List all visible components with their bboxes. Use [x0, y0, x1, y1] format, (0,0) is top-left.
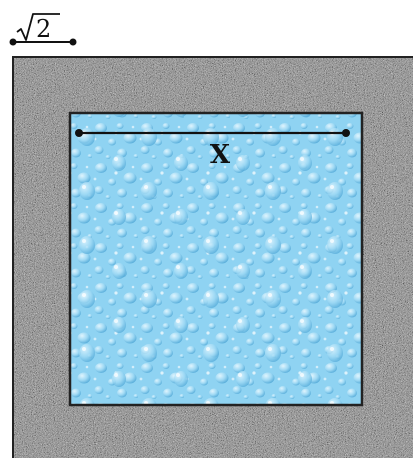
scale-endpoint-left	[9, 38, 17, 46]
scale-marker: 2	[9, 13, 77, 46]
pool-square-outline	[68, 111, 364, 407]
side-endpoint-left	[75, 129, 83, 137]
scale-radicand: 2	[36, 15, 51, 43]
stone-border-outline	[12, 56, 413, 458]
side-endpoint-right	[342, 129, 350, 137]
pool-square	[68, 111, 364, 407]
side-measure: X	[75, 129, 350, 170]
side-label: X	[210, 140, 231, 170]
scale-endpoint-right	[69, 38, 77, 46]
water-droplets-texture-icon	[70, 113, 362, 405]
sqrt-symbol-icon	[16, 13, 60, 41]
